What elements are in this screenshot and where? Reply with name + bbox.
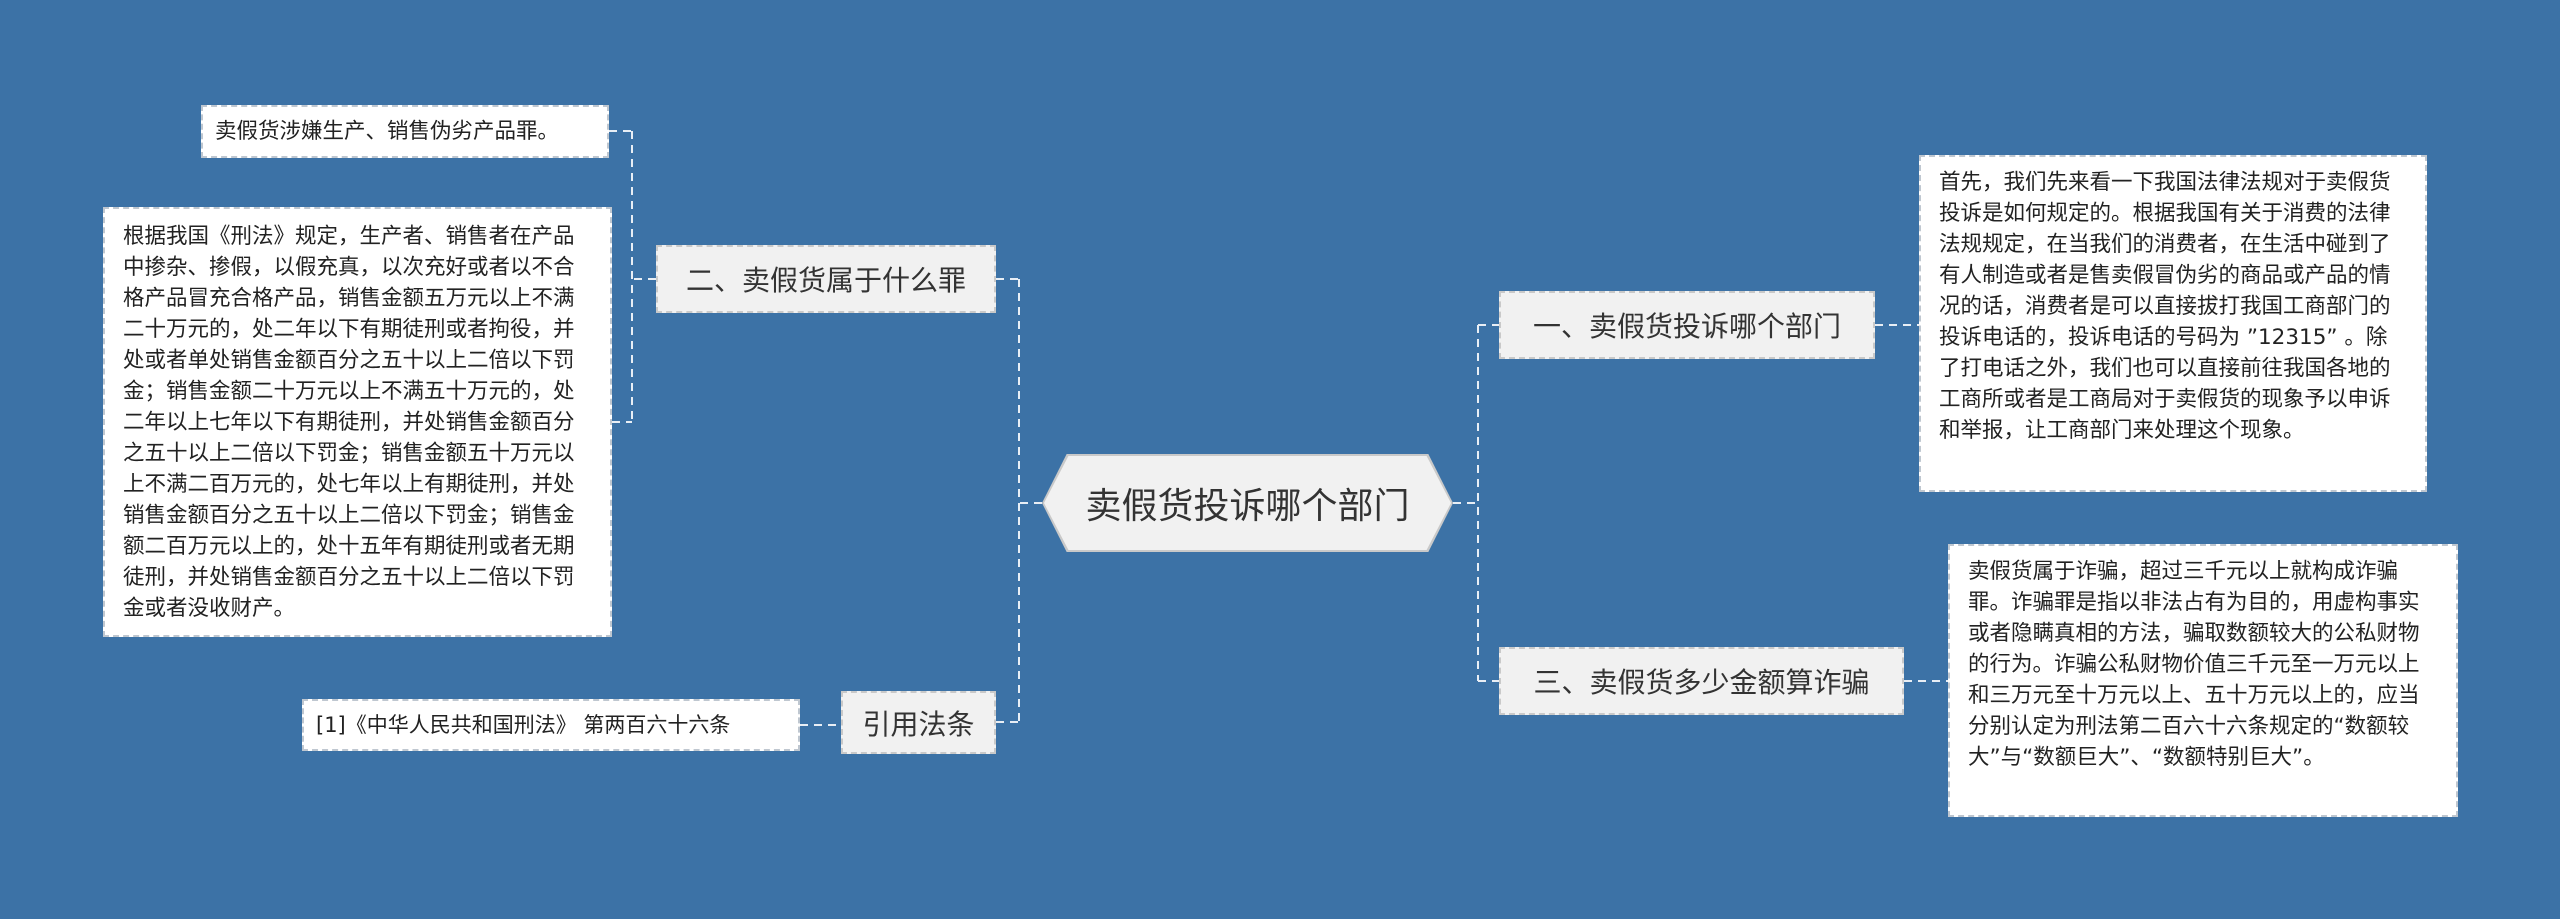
detail-law-citation: [1]《中华人民共和国刑法》 第两百六十六条 <box>302 699 800 751</box>
branch-complaint-department[interactable]: 一、卖假货投诉哪个部门 <box>1499 291 1875 359</box>
detail-crime-name: 卖假货涉嫌生产、销售伪劣产品罪。 <box>201 105 609 158</box>
detail-criminal-law: 根据我国《刑法》规定，生产者、销售者在产品中掺杂、掺假，以假充真，以次充好或者以… <box>103 207 612 637</box>
branch-cited-law[interactable]: 引用法条 <box>841 691 996 754</box>
detail-complaint: 首先，我们先来看一下我国法律法规对于卖假货投诉是如何规定的。根据我国有关于消费的… <box>1919 155 2427 492</box>
branch-crime-type[interactable]: 二、卖假货属于什么罪 <box>656 245 996 313</box>
detail-fraud: 卖假货属于诈骗，超过三千元以上就构成诈骗罪。诈骗罪是指以非法占有为目的，用虚构事… <box>1948 544 2458 817</box>
branch-fraud-amount[interactable]: 三、卖假货多少金额算诈骗 <box>1499 647 1904 715</box>
root-node[interactable]: 卖假货投诉哪个部门 <box>1042 454 1453 552</box>
root-label: 卖假货投诉哪个部门 <box>1044 456 1451 550</box>
